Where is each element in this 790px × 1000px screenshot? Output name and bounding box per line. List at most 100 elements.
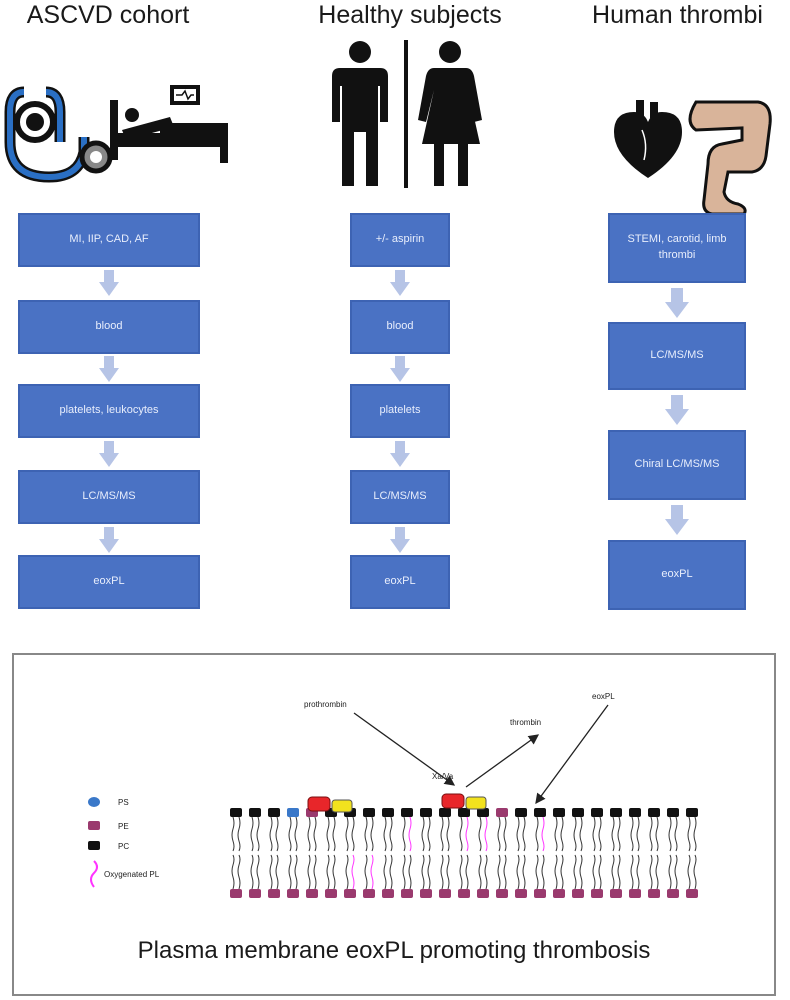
lipid-tail — [402, 854, 406, 890]
lipid-tail — [478, 854, 482, 890]
column-title-thrombi: Human thrombi — [592, 1, 763, 29]
lipid-head-inner — [363, 889, 375, 898]
lipid-tail — [649, 854, 653, 890]
lipid-tail — [313, 816, 317, 852]
lipid-tail — [275, 816, 279, 852]
lipid-tail — [522, 854, 526, 890]
lipid-head-outer — [591, 808, 603, 817]
lipid-tail — [370, 854, 374, 890]
column-title-ascvd: ASCVD cohort — [26, 1, 190, 29]
lipid-head-inner — [287, 889, 299, 898]
arrow-down-icon — [390, 527, 410, 553]
thrombi-step-4: eoxPL — [608, 540, 746, 610]
lipid-tail — [687, 816, 691, 852]
lipid-head-inner — [591, 889, 603, 898]
lipid-head-outer — [610, 808, 622, 817]
lipid-tail — [630, 816, 634, 852]
lipid-head-outer — [515, 808, 527, 817]
lipid-head-inner — [515, 889, 527, 898]
membrane-caption: Plasma membrane eoxPL promoting thrombos… — [137, 937, 651, 964]
lipid-head-outer — [458, 808, 470, 817]
lipid-tail — [560, 816, 564, 852]
lipid-head-outer — [686, 808, 698, 817]
lipid-tail — [402, 816, 406, 852]
lipid-tail — [345, 816, 349, 852]
lipid-tail — [636, 854, 640, 890]
lipid-head-outer — [287, 808, 299, 817]
lipid-tail — [598, 854, 602, 890]
lipid-head-outer — [382, 808, 394, 817]
lipid-head-outer — [363, 808, 375, 817]
legend-label-pe: PE — [118, 822, 129, 831]
lipid-tail — [250, 854, 254, 890]
lipid-head-outer — [553, 808, 565, 817]
lipid-tail — [655, 854, 659, 890]
lipid-tail — [484, 854, 488, 890]
lipid-tail — [332, 854, 336, 890]
lipid-tail — [668, 816, 672, 852]
thrombin-label: thrombin — [510, 718, 541, 727]
lipid-tail — [440, 816, 444, 852]
factor-va-center — [465, 796, 487, 810]
legend-swatch-ps — [88, 797, 100, 807]
lipid-tail — [478, 816, 482, 852]
lipid-head-inner — [496, 889, 508, 898]
arrow-down-icon — [665, 288, 689, 318]
lipid-tail — [446, 854, 450, 890]
factor-va-left — [331, 799, 353, 813]
lipid-head-inner — [553, 889, 565, 898]
lipid-head-inner — [610, 889, 622, 898]
lipid-tail — [459, 816, 463, 852]
lipid-tail — [364, 854, 368, 890]
lipid-tail — [288, 854, 292, 890]
lipid-head-inner — [458, 889, 470, 898]
lipid-tail — [516, 816, 520, 852]
thrombin-arrow — [465, 734, 540, 788]
lipid-tail — [649, 816, 653, 852]
lipid-head-outer — [401, 808, 413, 817]
lipid-head-outer — [420, 808, 432, 817]
lipid-tail — [693, 854, 697, 890]
lipid-tail — [250, 816, 254, 852]
thrombi-step-3: Chiral LC/MS/MS — [608, 430, 746, 500]
lipid-tail — [269, 816, 273, 852]
lipid-tail — [364, 816, 368, 852]
lipid-tail — [313, 854, 317, 890]
lipid-tail — [522, 816, 526, 852]
lipid-tail — [231, 816, 235, 852]
lipid-head-outer — [249, 808, 261, 817]
healthy-step-2: blood — [350, 300, 450, 354]
lipid-head-outer — [667, 808, 679, 817]
lipid-tail — [294, 854, 298, 890]
lipid-tail — [579, 854, 583, 890]
membrane-diagram: prothrombin thrombin eoxPL Xa/Va PS PE P… — [88, 692, 698, 898]
lipid-head-inner — [667, 889, 679, 898]
arrow-down-icon — [99, 356, 119, 382]
ascvd-step-5: eoxPL — [18, 555, 200, 609]
lipid-tail — [541, 854, 545, 890]
lipid-head-inner — [382, 889, 394, 898]
lipid-tail — [294, 816, 298, 852]
lipid-tail — [668, 854, 672, 890]
thrombi-step-1: STEMI, carotid, limb thrombi — [608, 213, 746, 283]
lipid-head-inner — [477, 889, 489, 898]
lipid-tail — [598, 816, 602, 852]
arrow-down-icon — [390, 441, 410, 467]
lipid-tail — [497, 816, 501, 852]
lipid-tail — [275, 854, 279, 890]
column-title-healthy: Healthy subjects — [318, 1, 502, 29]
lipid-tail — [370, 816, 374, 852]
lipid-tail — [554, 854, 558, 890]
ascvd-step-4: LC/MS/MS — [18, 470, 200, 524]
lipid-tail — [554, 816, 558, 852]
lipid-tail — [446, 816, 450, 852]
arrow-down-icon — [99, 270, 119, 296]
healthy-subjects-icon — [332, 40, 482, 188]
lipid-tail — [560, 854, 564, 890]
lipid-tail — [579, 816, 583, 852]
lipid-tail — [332, 816, 336, 852]
lipid-head-inner — [420, 889, 432, 898]
stethoscope-icon — [4, 86, 113, 183]
lipid-head-inner — [230, 889, 242, 898]
heart-icon — [614, 100, 682, 178]
